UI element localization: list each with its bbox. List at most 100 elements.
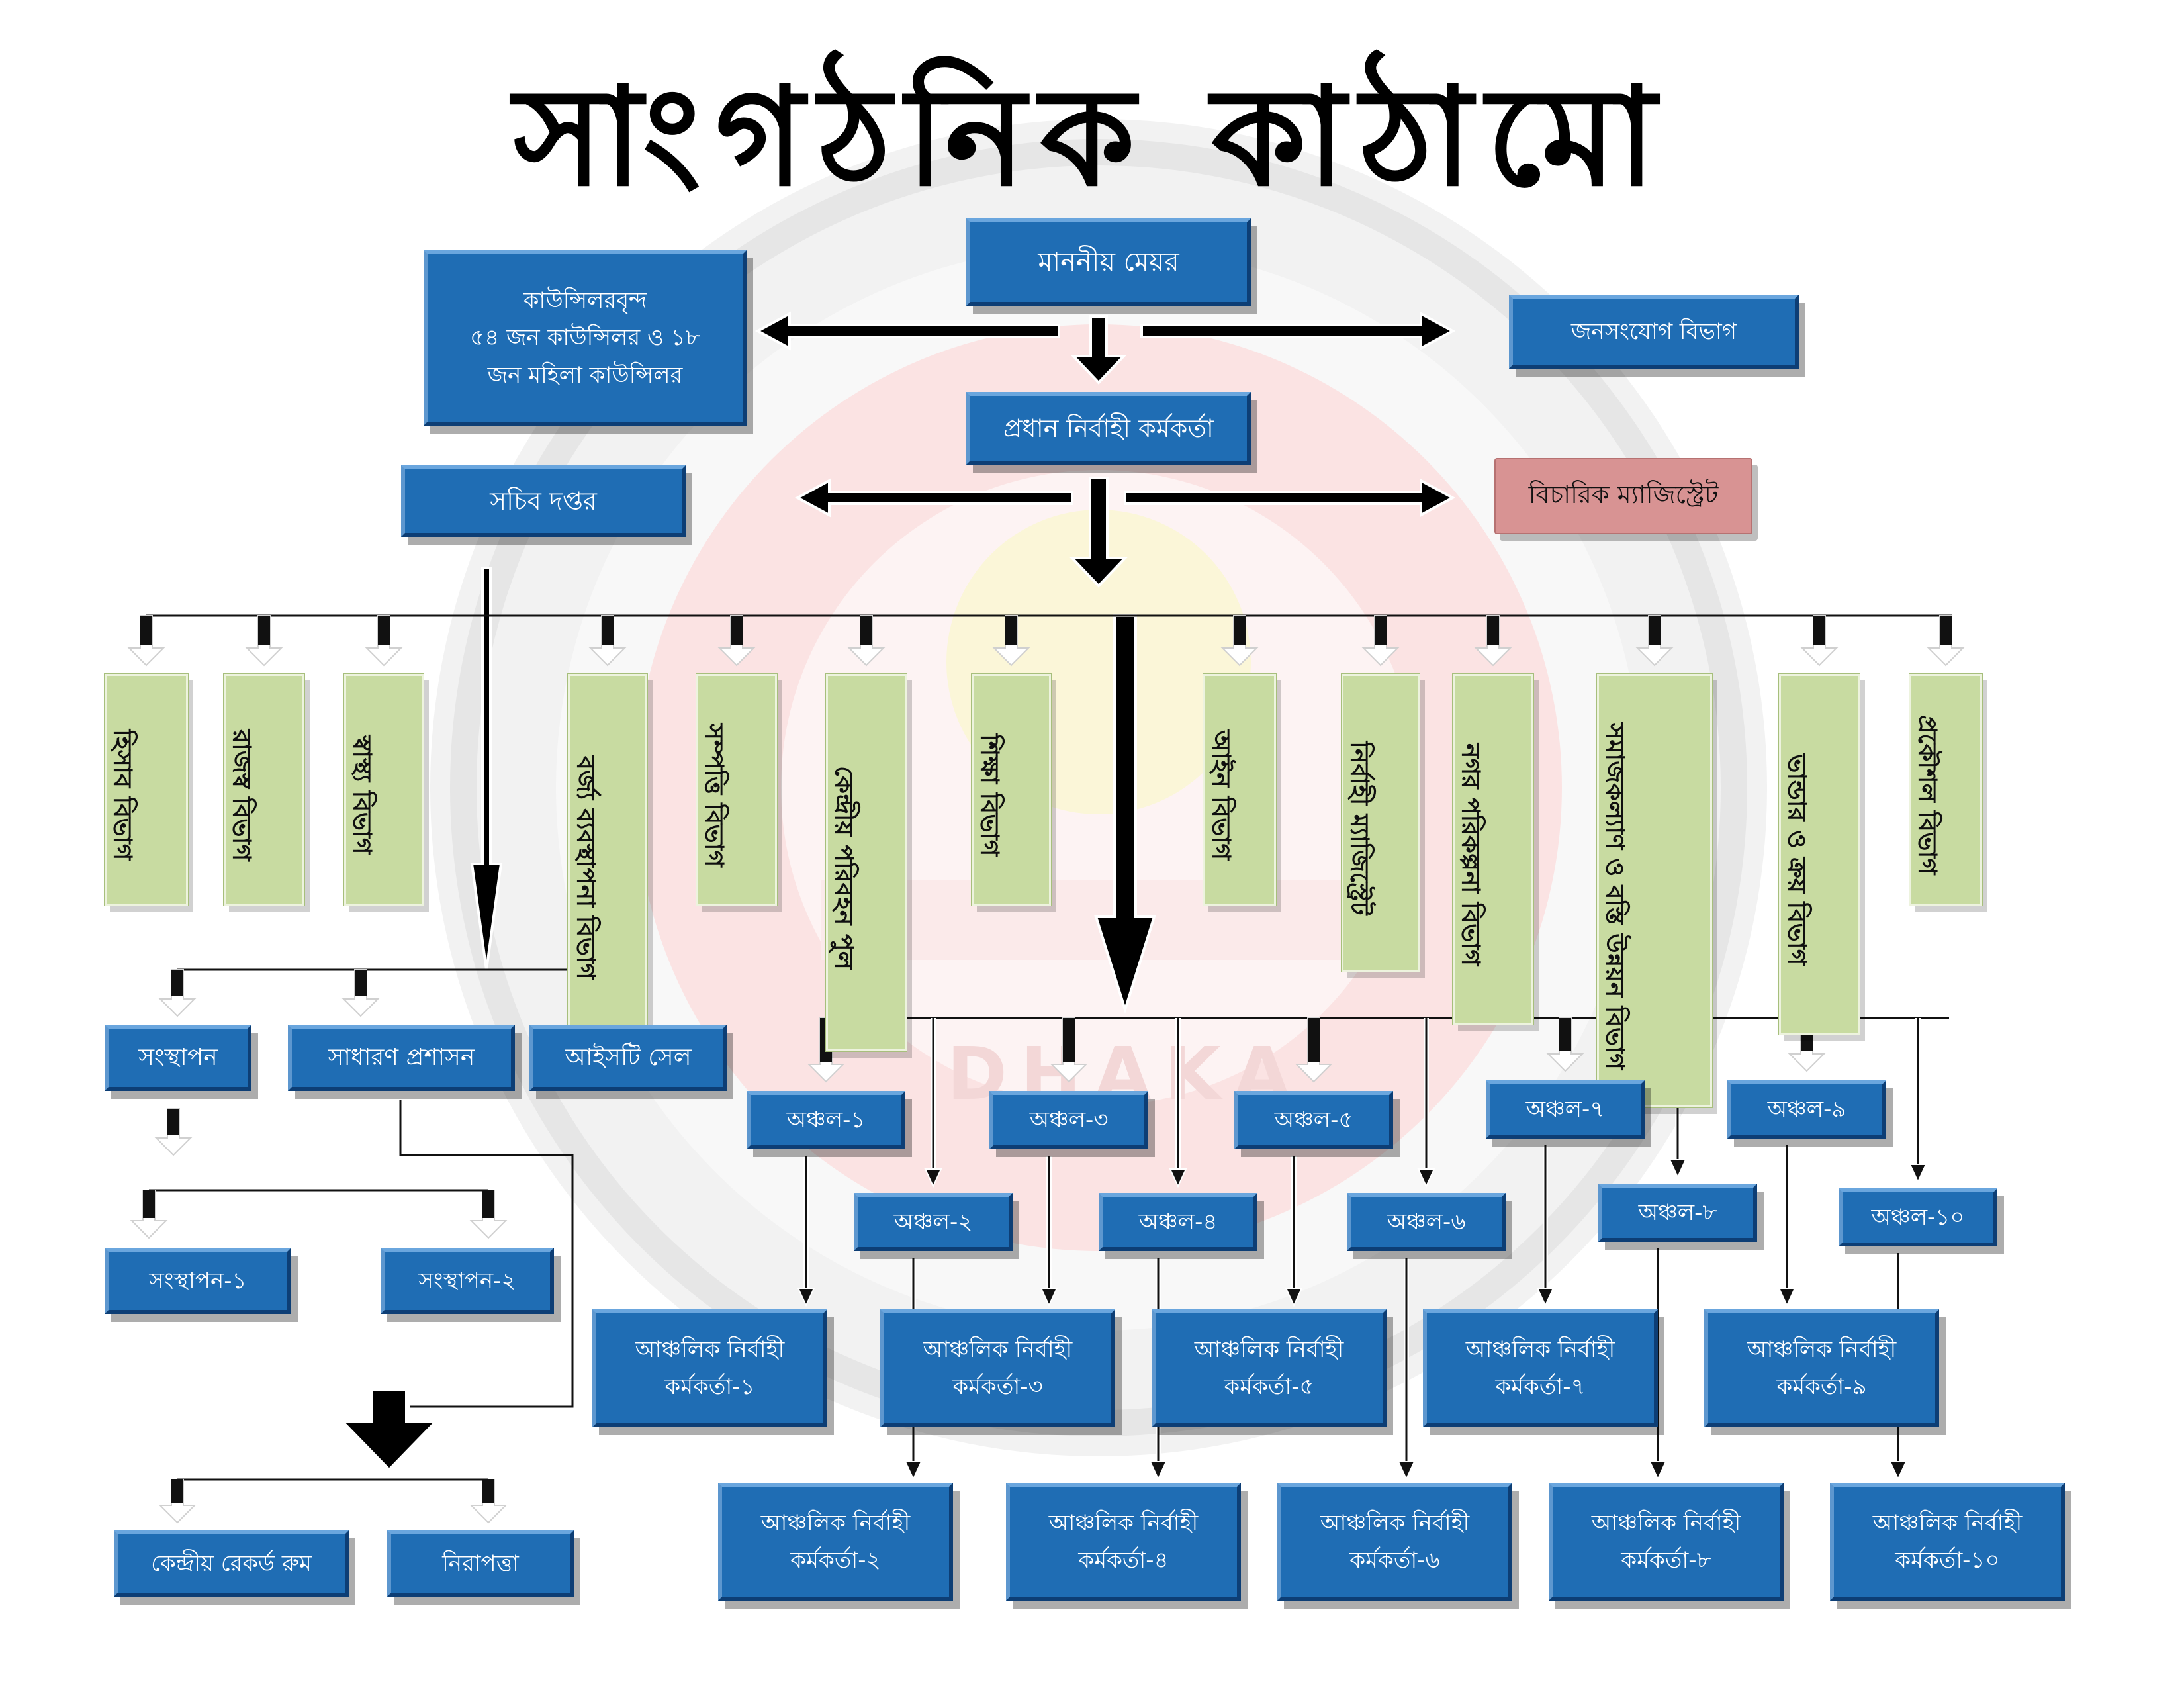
ceo-box: প্রধান নির্বাহী কর্মকর্তা: [966, 392, 1251, 465]
department-label: প্রকৌশল বিভাগ: [1913, 715, 1942, 875]
secretary-office-box: সচিব দপ্তর: [401, 465, 686, 537]
zone-1-box: অঞ্চল-১: [747, 1091, 905, 1149]
arrow-to-magistrate: [1124, 478, 1456, 518]
establishment-1-box-line-1: সংস্থাপন-১: [149, 1267, 247, 1294]
arrow-zonal-officer-4-head: [1149, 1461, 1167, 1481]
zonal-officer-5-box-line-1: আঞ্চলিক নির্বাহী: [1194, 1336, 1344, 1363]
department-label: ভান্ডার ও ক্রয় বিভাগ: [1782, 753, 1812, 966]
arrow-record-room: [171, 1479, 183, 1503]
department-box: স্বাস্থ্য বিভাগ: [343, 673, 424, 906]
arrow-zonal-officer-2-head: [904, 1461, 923, 1481]
department-label: আইন বিভাগ: [1206, 729, 1236, 861]
arrow-zone-6-head: [1417, 1168, 1435, 1188]
magistrate-label: বিচারিক ম্যাজিস্ট্রেট: [1528, 479, 1719, 509]
arrow-zone-8-head: [1668, 1159, 1687, 1179]
arrow-zonal-officer-7-head: [1536, 1288, 1555, 1307]
department-box: সম্পত্তি বিভাগ: [696, 673, 778, 906]
arrow-secretary-down: [470, 567, 503, 970]
department-box: বর্জ্য ব্যবস্থাপনা বিভাগ: [567, 673, 648, 1052]
zonal-officer-8-box-line-1: আঞ্চলিক নির্বাহী: [1591, 1509, 1741, 1536]
zonal-officer-3-box-line-2: কর্মকর্তা-৩: [952, 1374, 1043, 1400]
department-label: বর্জ্য ব্যবস্থাপনা বিভাগ: [571, 756, 601, 980]
zonal-officer-9-box-line-2: কর্মকর্তা-৯: [1776, 1374, 1867, 1400]
zonal-officer-8-box: আঞ্চলিক নির্বাহীকর্মকর্তা-৮: [1549, 1483, 1784, 1601]
arrow-department-10: [1487, 616, 1499, 645]
zonal-officer-6-box-line-1: আঞ্চলিক নির্বাহী: [1320, 1509, 1470, 1536]
zonal-officer-3-box-line-1: আঞ্চলিক নির্বাহী: [923, 1336, 1073, 1363]
arrow-department-1: [140, 616, 152, 645]
zone-4-box-line-1: অঞ্চল-৪: [1138, 1208, 1218, 1235]
arrow-department-7: [1005, 616, 1017, 645]
arrow-secretariat-1: [171, 970, 183, 996]
magistrate-box: বিচারিক ম্যাজিস্ট্রেট: [1494, 458, 1752, 534]
arrow-mayor-to-ceo: [1070, 315, 1127, 385]
ict-cell-box-line-1: আইসটি সেল: [565, 1044, 692, 1072]
arrow-zonal-officer-9-head: [1778, 1288, 1796, 1307]
zone-3-box: অঞ্চল-৩: [989, 1091, 1148, 1149]
department-box: কেন্দ্রীয় পরিবহন পুল: [825, 673, 907, 1052]
department-label: নির্বাহী ম্যাজিস্ট্রেট: [1345, 741, 1375, 915]
zone-4-box: অঞ্চল-৪: [1099, 1193, 1257, 1251]
central-record-room-box-line-1: কেন্দ্রীয় রেকর্ড রুম: [151, 1550, 312, 1577]
zonal-officer-7-box-line-2: কর্মকর্তা-৭: [1495, 1374, 1586, 1400]
arrow-to-councillors: [754, 311, 1060, 351]
department-label: স্বাস্থ্য বিভাগ: [347, 735, 377, 855]
arrow-department-11: [1649, 616, 1661, 645]
councillors-box: কাউন্সিলরবৃন্দ ৫৪ জন কাউন্সিলর ও ১৮ জন ম…: [424, 250, 747, 426]
zone-10-box: অঞ্চল-১০: [1839, 1188, 1997, 1246]
zonal-officer-4-box: আঞ্চলিক নির্বাহীকর্মকর্তা-৪: [1006, 1483, 1241, 1601]
establishment-box: সংস্থাপন: [105, 1025, 251, 1091]
zone-7-box: অঞ্চল-৭: [1486, 1080, 1645, 1139]
zonal-officer-9-box-line-1: আঞ্চলিক নির্বাহী: [1747, 1336, 1897, 1363]
department-box: হিসাব বিভাগ: [104, 673, 189, 906]
zonal-officer-1-box-line-1: আঞ্চলিক নির্বাহী: [635, 1336, 785, 1363]
arrow-zonal-officer-5-head: [1285, 1288, 1303, 1307]
arrow-zonal-officer-10-head: [1889, 1461, 1907, 1481]
zone-3-box-line-1: অঞ্চল-৩: [1029, 1106, 1109, 1133]
arrow-department-12: [1813, 616, 1825, 645]
zone-8-box: অঞ্চল-৮: [1598, 1184, 1757, 1242]
mayor-box: মাননীয় মেয়র: [966, 218, 1251, 306]
zone-2-box: অঞ্চল-২: [854, 1193, 1013, 1251]
zonal-officer-2-box-line-2: কর্মকর্তা-২: [790, 1547, 881, 1573]
zone-6-box-line-1: অঞ্চল-৬: [1387, 1208, 1466, 1235]
arrow-establishment-2: [482, 1190, 494, 1218]
mayor-label: মাননীয় মেয়র: [1038, 247, 1179, 277]
zonal-officer-6-box-line-2: কর্মকর্তা-৬: [1349, 1547, 1440, 1573]
ict-cell-box: আইসটি সেল: [529, 1025, 727, 1091]
arrow-department-9: [1375, 616, 1387, 645]
arrow-ceo-to-departments: [1069, 477, 1128, 588]
establishment-2-box: সংস্থাপন-২: [381, 1248, 554, 1314]
secretary-office-label: সচিব দপ্তর: [490, 486, 597, 516]
zone-10-box-line-1: অঞ্চল-১০: [1871, 1203, 1965, 1231]
department-box: নির্বাহী ম্যাজিস্ট্রেট: [1341, 673, 1420, 972]
arrow-department-8: [1234, 616, 1246, 645]
arrow-zonal-officer-6-head: [1397, 1461, 1416, 1481]
department-box: রাজস্ব বিভাগ: [223, 673, 305, 906]
security-box: নিরাপত্তা: [387, 1530, 574, 1597]
establishment-box-line-1: সংস্থাপন: [138, 1044, 218, 1072]
zone-8-box-line-1: অঞ্চল-৮: [1638, 1199, 1717, 1226]
arrow-to-secretary: [794, 478, 1073, 518]
department-box: সমাজকল্যাণ ও বস্তি উন্নয়ন বিভাগ: [1596, 673, 1713, 1108]
establishment-2-box-line-1: সংস্থাপন-২: [418, 1267, 516, 1294]
zone-9-box-line-1: অঞ্চল-৯: [1767, 1096, 1846, 1123]
establishment-1-box: সংস্থাপন-১: [105, 1248, 291, 1314]
arrow-department-5: [731, 616, 743, 645]
zone-2-box-line-1: অঞ্চল-২: [893, 1208, 973, 1235]
arrow-zone-4-head: [1169, 1168, 1187, 1188]
department-box: আইন বিভাগ: [1203, 673, 1277, 906]
zonal-officer-2-box-line-1: আঞ্চলিক নির্বাহী: [760, 1509, 911, 1536]
arrow-establishment-down: [167, 1109, 179, 1135]
zone-1-box-line-1: অঞ্চল-১: [786, 1106, 866, 1133]
zonal-officer-5-box: আঞ্চলিক নির্বাহীকর্মকর্তা-৫: [1152, 1309, 1387, 1427]
page-title: সাংগঠনিক কাঠামো: [513, 58, 1671, 216]
zone-6-box: অঞ্চল-৬: [1347, 1193, 1506, 1251]
zonal-officer-2-box: আঞ্চলিক নির্বাহী কর্মকর্তা-২: [718, 1483, 953, 1601]
department-box: শিক্ষা বিভাগ: [971, 673, 1052, 906]
zonal-officer-1-box: আঞ্চলিক নির্বাহীকর্মকর্তা-১: [592, 1309, 827, 1427]
arrow-security: [482, 1479, 494, 1503]
arrow-department-2: [258, 616, 270, 645]
department-box: নগর পরিকল্পনা বিভাগ: [1452, 673, 1534, 1025]
